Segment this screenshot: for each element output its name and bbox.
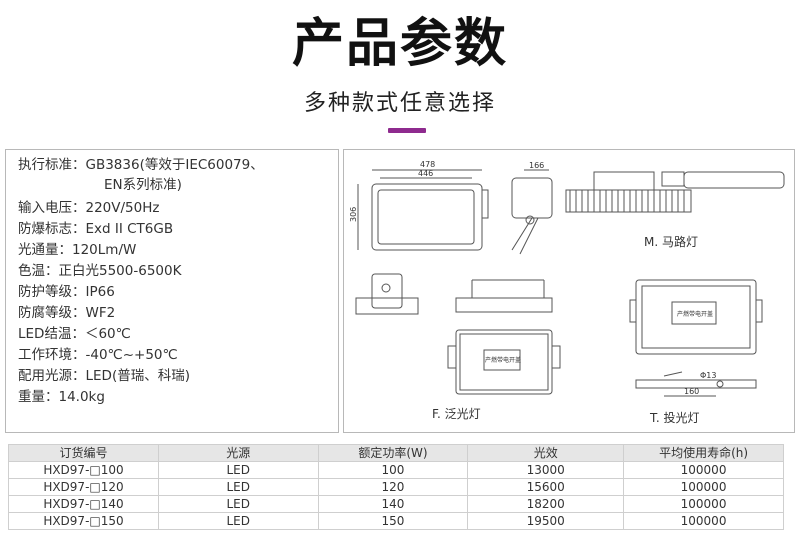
cell-light-source: LED <box>157 512 319 530</box>
cell-lifetime: 100000 <box>623 512 784 530</box>
spec-panel: 执行标准：GB3836(等效于IEC60079、 EN系列标准) 输入电压：22… <box>5 149 339 433</box>
table-header-row: 订货编号 光源 额定功率(W) 光效 平均使用寿命(h) <box>8 444 784 462</box>
col-light-source: 光源 <box>157 444 319 462</box>
cell-order-no: HXD97-□150 <box>8 512 159 530</box>
cell-efficacy: 19500 <box>467 512 625 530</box>
spec-color-temp: 色温：正白光5500-6500K <box>18 263 182 279</box>
spec-voltage: 输入电压：220V/50Hz <box>18 200 160 216</box>
dimension-306: 306 <box>349 207 358 222</box>
bracket-view-drawing <box>355 273 419 315</box>
spec-junction: LED结温：＜60℃ <box>18 326 131 342</box>
cell-light-source: LED <box>157 478 319 496</box>
label-projection-light: T. 投光灯 <box>649 410 700 425</box>
cell-power: 140 <box>317 495 469 513</box>
page-title: 产品参数 <box>291 14 508 74</box>
dimension-13: Φ13 <box>700 371 716 380</box>
drawing-panel: 478 446 306 166 160 Φ13 产燃带电开盖 产燃带电开盖 M.… <box>343 149 795 433</box>
cell-power: 150 <box>317 512 469 530</box>
spec-flux: 光通量：120Lm/W <box>18 242 137 258</box>
col-order-no: 订货编号 <box>8 444 159 462</box>
dimension-166: 166 <box>529 161 544 170</box>
spec-light-source: 配用光源：LED(普瑞、科瑞) <box>18 368 190 384</box>
front-view-drawing <box>357 169 489 251</box>
table-row: HXD97-□100 LED 100 13000 100000 <box>8 461 784 479</box>
cell-order-no: HXD97-□140 <box>8 495 159 513</box>
cell-order-no: HXD97-□100 <box>8 461 159 479</box>
technical-drawings: 478 446 306 166 160 Φ13 产燃带电开盖 产燃带电开盖 M.… <box>349 160 785 425</box>
col-lifetime: 平均使用寿命(h) <box>623 444 784 462</box>
cell-order-no: HXD97-□120 <box>8 478 159 496</box>
cell-lifetime: 100000 <box>623 461 784 479</box>
spec-weight: 重量：14.0kg <box>18 389 105 405</box>
flood-light-drawing <box>447 279 561 395</box>
cell-efficacy: 18200 <box>467 495 625 513</box>
dimension-160: 160 <box>684 387 699 396</box>
nameplate-projection: 产燃带电开盖 <box>677 310 713 318</box>
page-subtitle: 多种款式任意选择 <box>303 91 496 116</box>
cell-lifetime: 100000 <box>623 478 784 496</box>
nameplate-flood: 产燃带电开盖 <box>485 356 521 364</box>
col-power: 额定功率(W) <box>317 444 469 462</box>
dimension-446: 446 <box>418 169 433 178</box>
spec-standard-cont: EN系列标准) <box>104 177 182 193</box>
cell-power: 100 <box>317 461 469 479</box>
table-row: HXD97-□150 LED 150 19500 100000 <box>8 512 784 530</box>
table-row: HXD97-□120 LED 120 15600 100000 <box>8 478 784 496</box>
cell-lifetime: 100000 <box>623 495 784 513</box>
cell-efficacy: 15600 <box>467 478 625 496</box>
cell-light-source: LED <box>157 495 319 513</box>
col-efficacy: 光效 <box>467 444 625 462</box>
side-view-drawing <box>511 169 553 255</box>
cell-light-source: LED <box>157 461 319 479</box>
label-flood-light: F. 泛光灯 <box>432 407 481 421</box>
dimension-478: 478 <box>420 160 435 169</box>
projection-light-drawing <box>629 279 763 397</box>
street-light-drawing <box>565 171 785 213</box>
table-row: HXD97-□140 LED 140 18200 100000 <box>8 495 784 513</box>
spec-ip: 防护等级：IP66 <box>18 284 115 300</box>
spec-environment: 工作环境：-40℃~+50℃ <box>18 347 178 363</box>
spec-explosion: 防爆标志：Exd II CT6GB <box>18 221 174 237</box>
cell-power: 120 <box>317 478 469 496</box>
title-accent-bar <box>388 128 426 133</box>
spec-standard: 执行标准：GB3836(等效于IEC60079、 <box>18 157 264 173</box>
label-street-light: M. 马路灯 <box>644 234 698 249</box>
order-table: 订货编号 光源 额定功率(W) 光效 平均使用寿命(h) HXD97-□100 … <box>8 444 784 530</box>
spec-corrosion: 防腐等级：WF2 <box>18 305 116 321</box>
cell-efficacy: 13000 <box>467 461 625 479</box>
